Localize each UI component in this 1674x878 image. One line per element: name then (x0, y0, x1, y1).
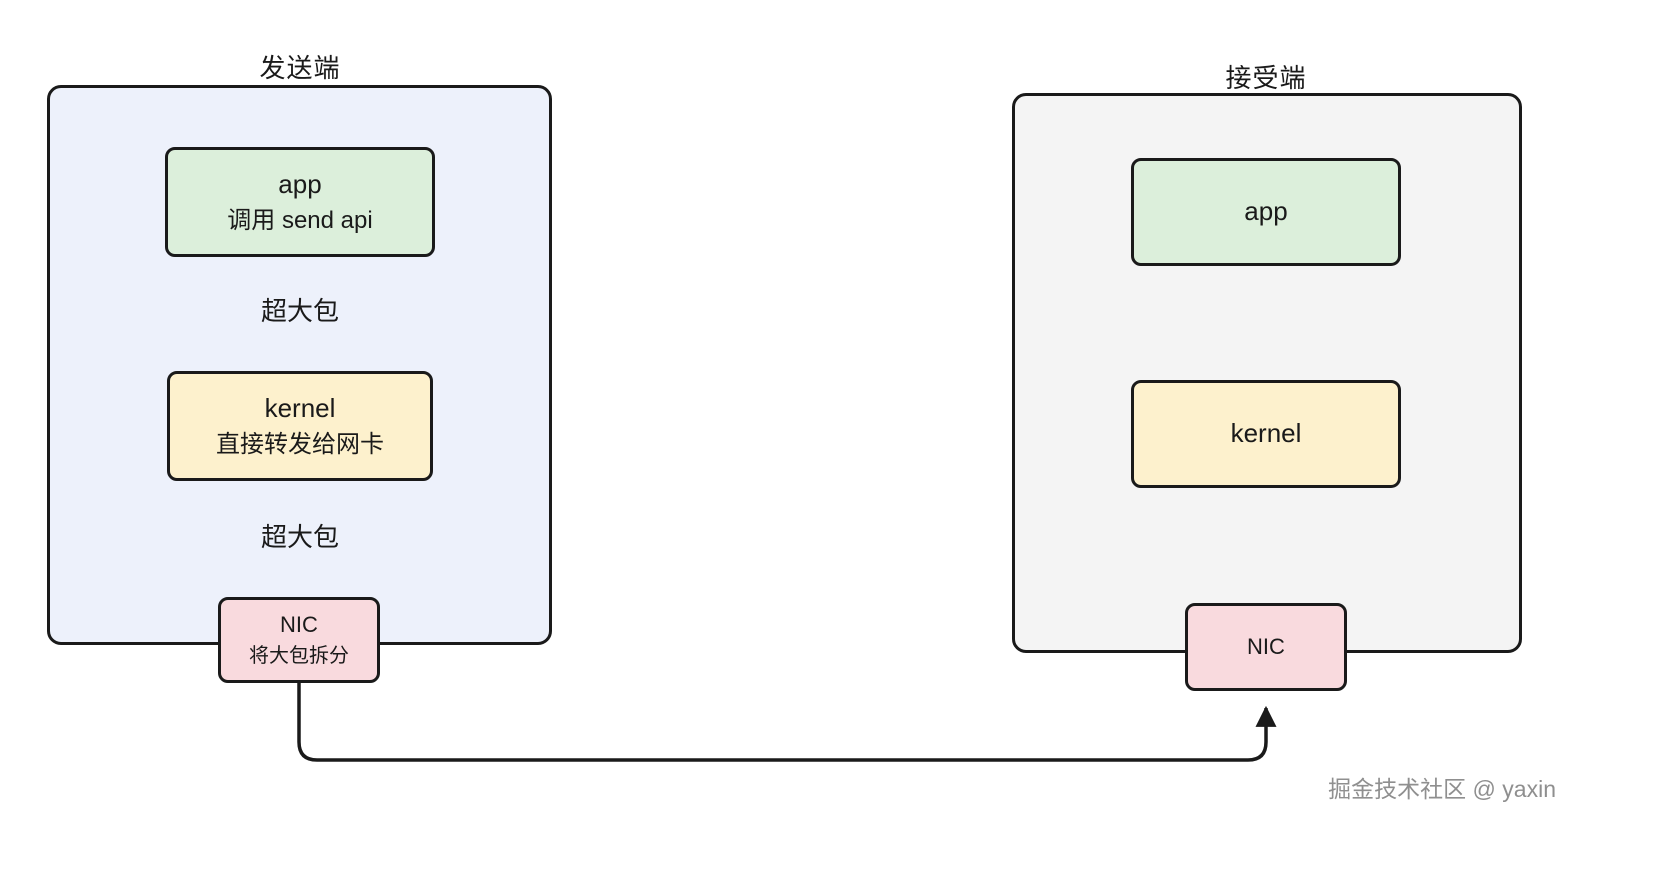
receiver-app-box-label: app (1244, 196, 1288, 227)
sender-nic-box-line2: 将大包拆分 (249, 644, 349, 667)
sender-kernel-box-line2: 直接转发给网卡 (216, 430, 384, 458)
receiver-nic-box: NIC (1185, 603, 1347, 691)
sender-title: 发送端 (259, 53, 341, 83)
sender-nic-box: NIC 将大包拆分 (218, 597, 380, 683)
sender-kernel-box: kernel 直接转发给网卡 (167, 371, 433, 481)
receiver-title: 接受端 (1225, 63, 1307, 93)
sender-flow-label-2: 超大包 (260, 522, 339, 552)
receiver-nic-box-label: NIC (1247, 634, 1285, 660)
receiver-app-box: app (1131, 158, 1401, 266)
sender-app-box-line1: app (278, 168, 322, 199)
sender-nic-box-line1: NIC (280, 612, 318, 638)
watermark-text: 掘金技术社区 @ yaxin (1328, 776, 1556, 802)
receiver-kernel-box: kernel (1131, 380, 1401, 488)
sender-flow-label-1: 超大包 (260, 296, 339, 326)
sender-app-box: app 调用 send api (165, 147, 435, 257)
receiver-kernel-box-label: kernel (1230, 418, 1302, 449)
sender-kernel-box-line1: kernel (264, 392, 336, 423)
sender-app-box-line2: 调用 send api (227, 206, 373, 234)
connector-sender-nic-to-receiver-nic (297, 681, 1277, 762)
